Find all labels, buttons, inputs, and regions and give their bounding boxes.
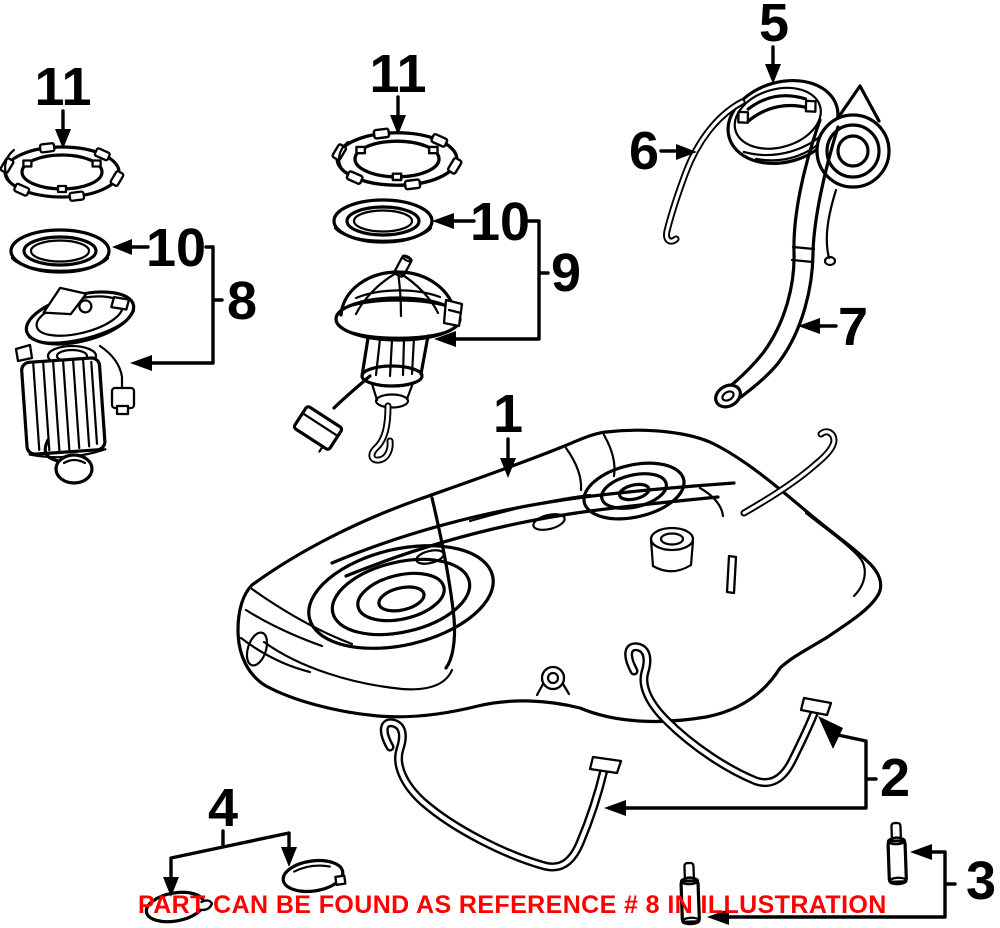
callout-6-label: 6 [629,121,659,181]
callout-numbers: 11 11 10 10 8 9 5 6 7 1 2 3 4 [34,0,996,911]
callout-11-left-label: 11 [34,57,91,117]
cap-tether-drawing [663,98,746,245]
lock-ring-left-drawing [0,141,126,203]
pad-left-drawing [144,890,214,924]
reference-notice: PART CAN BE FOUND AS REFERENCE # 8 IN IL… [138,891,887,919]
callout-10-mid-label: 10 [470,192,530,252]
callout-5-label: 5 [759,0,789,53]
callout-10-left-label: 10 [146,218,206,278]
strap-right-drawing [624,642,833,788]
callout-8-label: 8 [227,271,257,331]
filler-neck-drawing [714,84,891,409]
callout-1-label: 1 [493,384,523,444]
fuel-level-sender-drawing [292,254,464,464]
callout-9-label: 9 [551,243,581,303]
strap-left-drawing [379,718,623,872]
bolt-right-drawing [885,821,909,887]
fuel-tank-drawing [236,428,883,724]
seal-middle-drawing [332,198,434,244]
fuel-pump-module-drawing [14,286,136,485]
lock-ring-middle-drawing [330,126,464,192]
callout-11-mid-label: 11 [369,44,426,104]
callout-7-label: 7 [838,297,868,357]
callout-leaders [55,45,957,925]
seal-left-drawing [9,228,111,274]
callout-3-label: 3 [966,851,996,911]
callout-2-label: 2 [880,748,910,808]
callout-4-label: 4 [208,778,238,838]
pad-right-drawing [281,858,347,894]
